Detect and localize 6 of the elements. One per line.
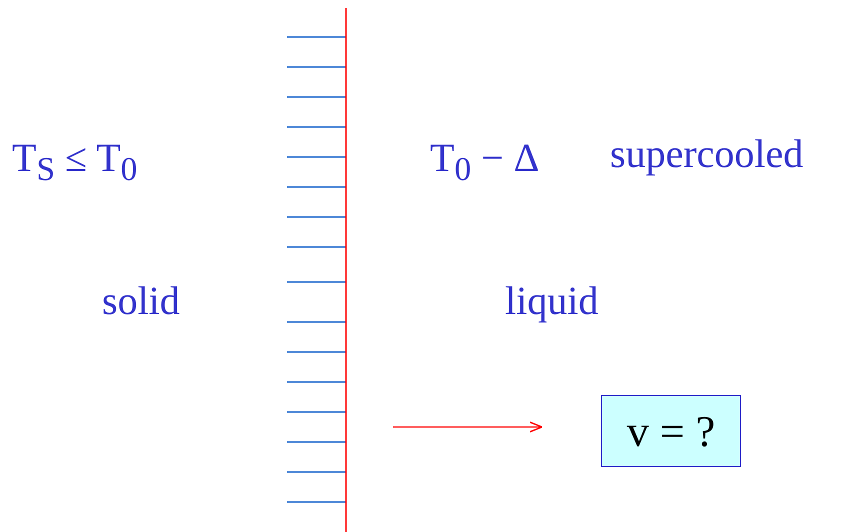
phase-label: liquid [505,281,598,321]
temperature-label: T$_{0}$ − Δ [430,138,540,190]
temperature-condition: T$_{S}$ ≤ T$_{0}$ [12,138,138,190]
phase-label: supercooled [610,134,804,174]
phase-label: solid [102,281,180,321]
velocity-box: v = ? [601,395,741,467]
